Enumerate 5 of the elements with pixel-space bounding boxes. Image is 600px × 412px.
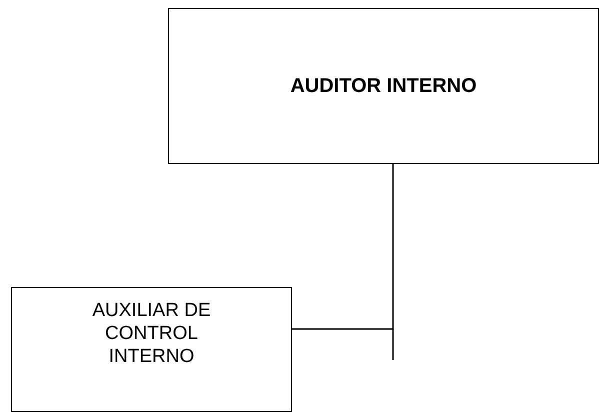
org-box — [11, 287, 292, 412]
org-box — [168, 8, 599, 164]
box-title: AUXILIAR DE CONTROL INTERNO — [91, 300, 212, 368]
connector-line — [292, 164, 394, 360]
box-title: AUDITOR INTERNO — [290, 74, 477, 98]
